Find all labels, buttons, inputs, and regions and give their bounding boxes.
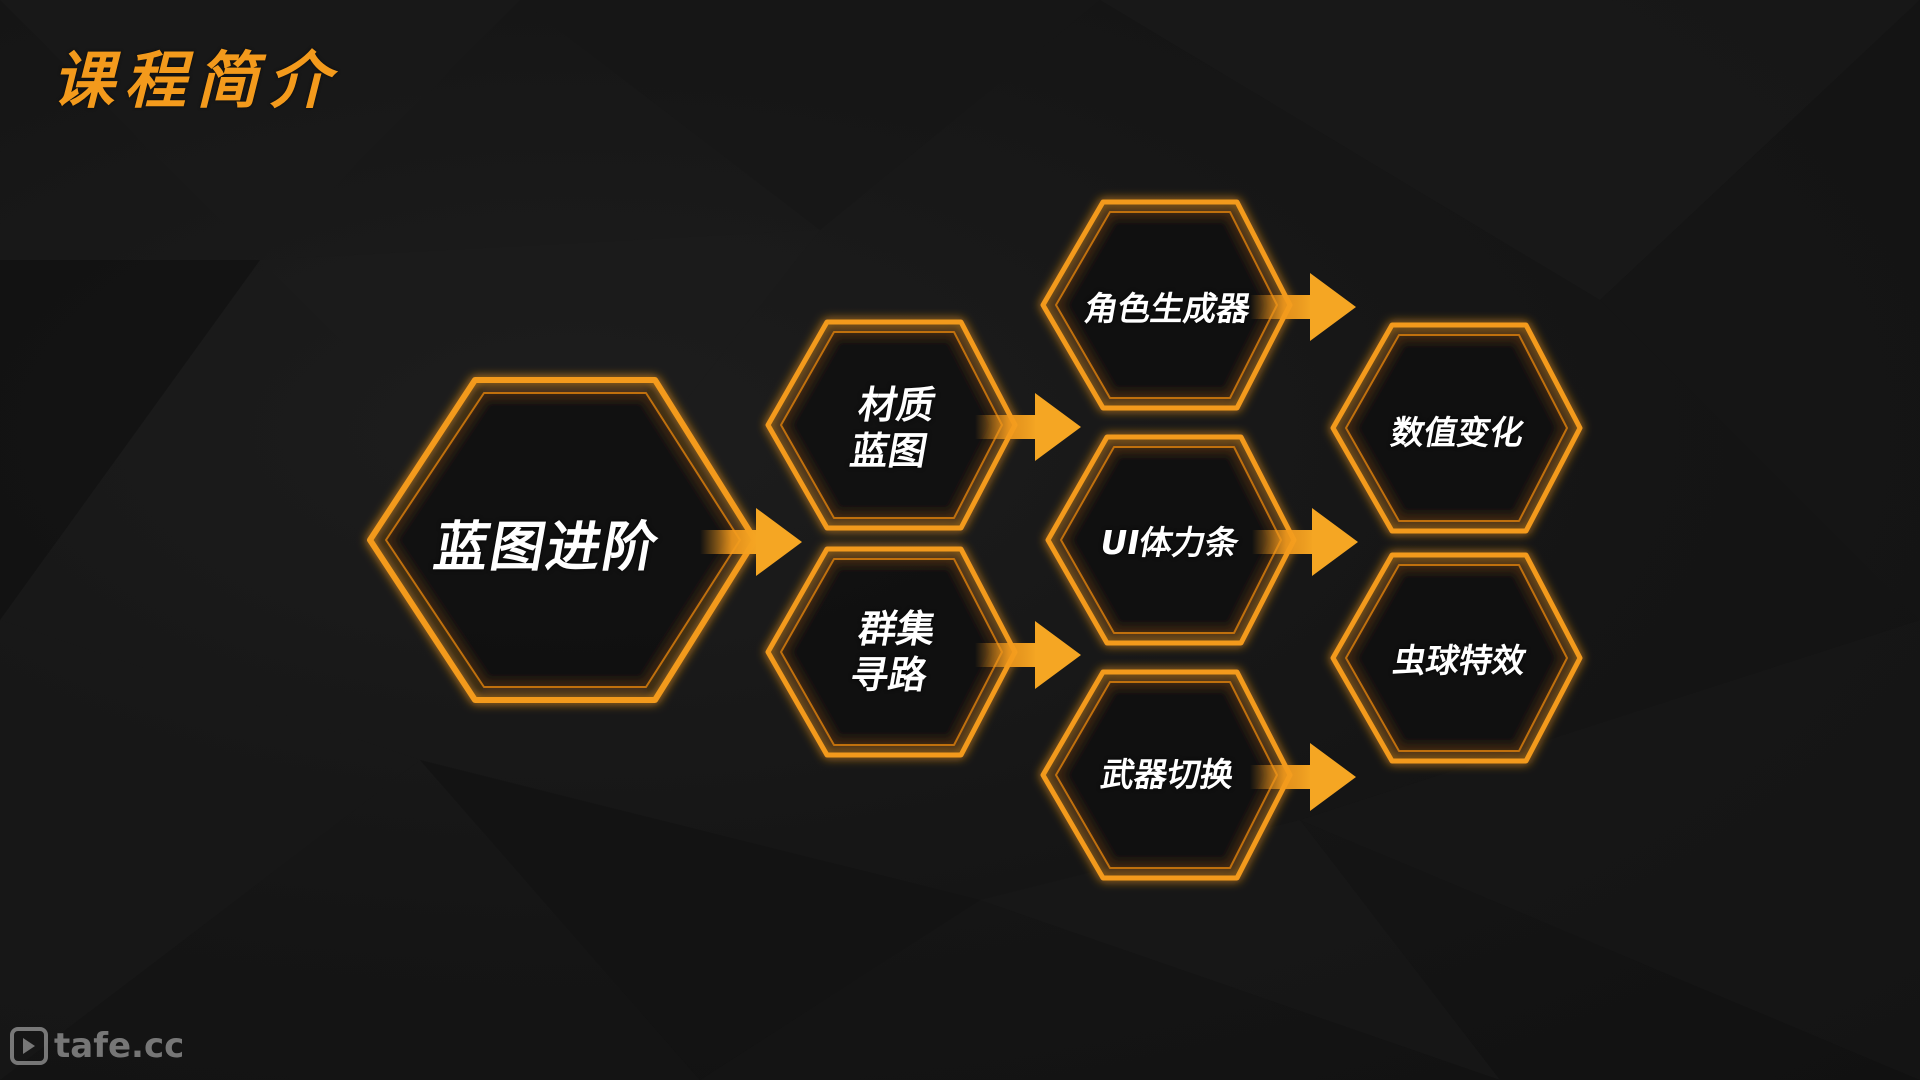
node-label-root: 蓝图进阶 bbox=[429, 515, 665, 579]
hex-worm-sphere-effect bbox=[1330, 552, 1583, 764]
arrow-material-to-level3 bbox=[975, 393, 1081, 461]
arrow-ui-to-level4 bbox=[1252, 508, 1358, 576]
watermark-text: tafe.cc bbox=[54, 1026, 185, 1066]
node-label-ui-health-bar: UI体力条 bbox=[1097, 523, 1243, 562]
watermark: tafe.cc bbox=[10, 1026, 184, 1066]
arrow-crowd-to-level3 bbox=[975, 621, 1081, 689]
node-label-weapon-switch: 武器切换 bbox=[1098, 755, 1237, 794]
play-icon bbox=[10, 1027, 48, 1065]
arrow-character-to-level4 bbox=[1250, 273, 1356, 341]
arrow-weapon-to-level4 bbox=[1250, 743, 1356, 811]
node-label-line: 材质 bbox=[855, 383, 939, 427]
slide-title: 课程简介 bbox=[52, 44, 341, 117]
node-label-line: 蓝图 bbox=[847, 429, 931, 473]
arrow-root-to-level2 bbox=[700, 508, 802, 576]
node-label-value-change: 数值变化 bbox=[1388, 413, 1527, 452]
node-label-crowd-pathfinding: 群集 寻路 bbox=[847, 606, 939, 698]
node-label-line: 寻路 bbox=[847, 653, 931, 697]
hex-value-change bbox=[1330, 322, 1583, 534]
node-label-worm-sphere-effect: 虫球特效 bbox=[1390, 641, 1529, 680]
node-label-line: 群集 bbox=[855, 607, 939, 651]
node-label-character-generator: 角色生成器 bbox=[1081, 289, 1254, 328]
node-label-material-blueprint: 材质 蓝图 bbox=[847, 382, 939, 474]
